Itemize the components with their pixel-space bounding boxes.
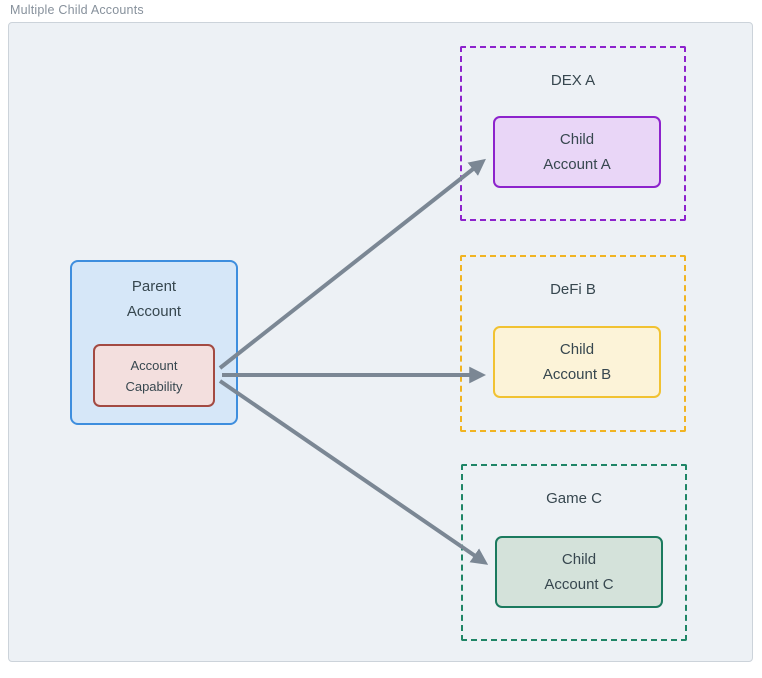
child-account-a-node: Child Account A [493, 116, 661, 188]
child-account-b-node: Child Account B [493, 326, 661, 398]
parent-account-node: Parent Account Account Capability [70, 260, 238, 425]
child-account-c-label: Child Account C [544, 551, 614, 593]
account-capability-label: Account Capability [125, 357, 183, 394]
group-game-c: Game C Child Account C [461, 464, 687, 641]
diagram-container: Parent Account Account Capability DEX A … [8, 22, 753, 662]
parent-account-label: Parent Account [126, 278, 182, 320]
child-account-b-label: Child Account B [542, 341, 612, 383]
group-game-c-label: Game C [546, 490, 602, 507]
child-account-c-node: Child Account C [495, 536, 663, 608]
group-dex-a: DEX A Child Account A [460, 46, 686, 221]
diagram-title: Multiple Child Accounts [10, 3, 144, 17]
group-defi-b-label: DeFi B [550, 281, 596, 298]
child-account-a-label: Child Account A [543, 131, 611, 173]
group-defi-b: DeFi B Child Account B [460, 255, 686, 432]
account-capability-node: Account Capability [93, 344, 215, 407]
group-dex-a-label: DEX A [550, 72, 596, 89]
